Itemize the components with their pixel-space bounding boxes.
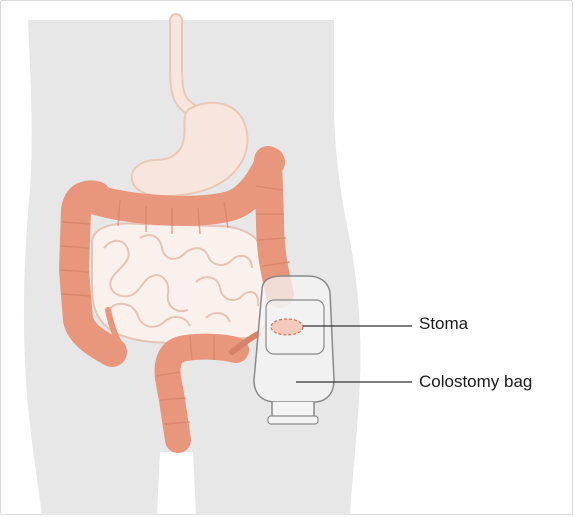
stoma-marker	[271, 319, 303, 335]
colostomy-bag-label: Colostomy bag	[419, 373, 532, 390]
small-intestine	[92, 224, 268, 343]
stoma-label: Stoma	[419, 315, 468, 332]
